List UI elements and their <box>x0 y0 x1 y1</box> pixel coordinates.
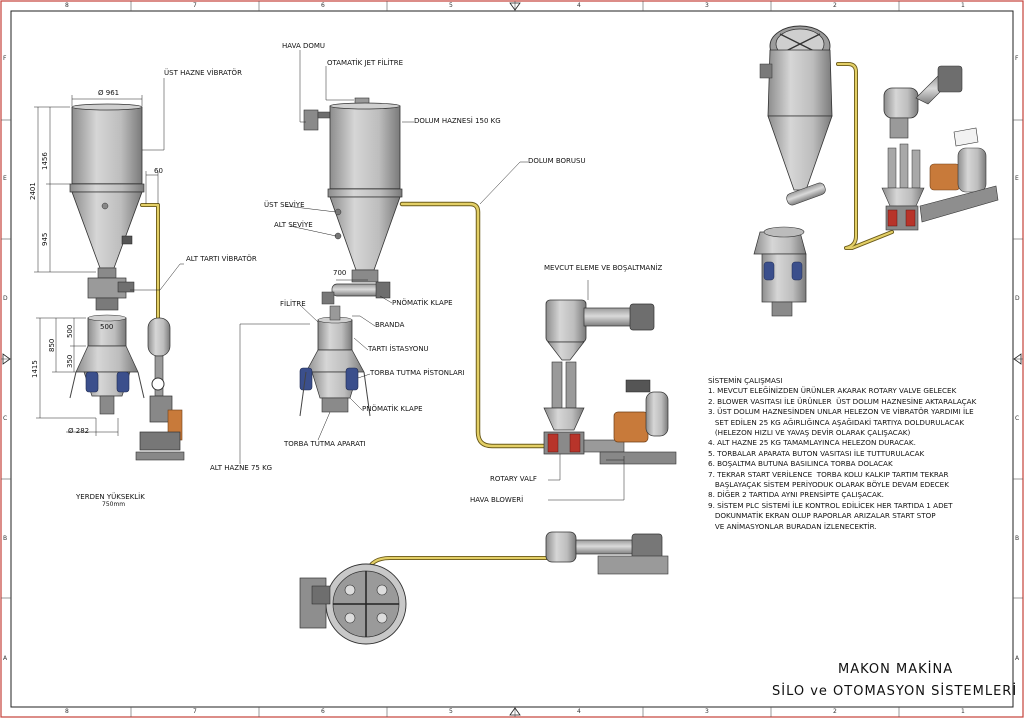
zone-right-f: F <box>1015 55 1019 62</box>
company-subtitle: SİLO ve OTOMASYON SİSTEMLERİ <box>772 684 1018 699</box>
notes-line: 6. BOŞALTMA BUTUNA BASILINCA TORBA DOLAC… <box>708 459 893 469</box>
notes-line: 3. ÜST DOLUM HAZNESİNDEN UNLAR HELEZON V… <box>708 407 974 417</box>
zone-right-e: E <box>1015 175 1019 182</box>
label-otomatik-jet-filtre: OTAMATİK JET FİLİTRE <box>327 59 404 67</box>
dim-945: 945 <box>41 232 49 246</box>
center-silo-assembly <box>299 97 403 417</box>
left-silo-assembly <box>34 95 185 461</box>
dim-500-left: 500 <box>66 324 74 338</box>
notes-line: BAŞLAYAÇAK SİSTEM PERİYODUK OLARAK BÖYLE… <box>708 480 949 490</box>
label-tarti-istasyonu: TARTI İSTASYONU <box>368 345 429 353</box>
bottom-plan-view <box>299 531 669 645</box>
zone-left-f: F <box>3 55 7 62</box>
notes-line: 4. ALT HAZNE 25 KG TAMAMLAYINCA HELEZON … <box>708 438 916 448</box>
dim-1415: 1415 <box>31 360 39 378</box>
zone-top-2: 2 <box>833 2 837 9</box>
zone-left-a: A <box>3 655 8 662</box>
label-yerden-yukseklik-value: 750mm <box>102 501 126 508</box>
label-mevcut-eleme: MEVCUT ELEME VE BOŞALTMANİZ <box>544 264 663 272</box>
zone-left-b: B <box>3 535 8 542</box>
system-operation-notes: SİSTEMİN ÇALIŞMASI 1. MEVCUT ELEĞİNİZDEN… <box>708 376 1008 532</box>
company-name: MAKON MAKİNA <box>838 662 954 677</box>
zone-right-d: D <box>1015 295 1020 302</box>
leader-lines <box>130 50 625 501</box>
label-dolum-borusu: DOLUM BORUSU <box>528 157 586 165</box>
notes-line: (HELEZON HIZLI VE YAVAŞ DEVİR OLARAK ÇAL… <box>708 428 911 438</box>
notes-line: 7. TEKRAR START VERİLENCE TORBA KOLU KAL… <box>708 469 949 479</box>
zone-bottom-8: 8 <box>65 708 69 715</box>
zone-top-6: 6 <box>321 2 325 9</box>
label-torba-tutma-pistonlari: TORBA TUTMA PİSTONLARI <box>370 369 465 377</box>
notes-line: DOKUNMATİK EKRAN OLUP RAPORLAR ARIZALAR … <box>708 511 936 521</box>
zone-bottom-2: 2 <box>833 708 837 715</box>
zone-bottom-6: 6 <box>321 708 325 715</box>
zone-top-8: 8 <box>65 2 69 9</box>
zone-left-c: C <box>3 415 8 422</box>
zone-left-e: E <box>3 175 7 182</box>
dim-850: 850 <box>48 338 56 352</box>
label-torba-tutma-aparati: TORBA TUTMA APARATI <box>284 440 366 448</box>
dim-diameter-282: Ø 282 <box>68 427 90 435</box>
zone-left-d: D <box>3 295 8 302</box>
isometric-view <box>753 25 999 317</box>
notes-line: 2. BLOWER VASITASI İLE ÜRÜNLER ÜST DOLUM… <box>708 396 977 406</box>
notes-line: 8. DİĞER 2 TARTIDA AYNI PRENSİPTE ÇALIŞA… <box>708 490 884 500</box>
notes-title: SİSTEMİN ÇALIŞMASI <box>708 376 783 385</box>
zone-right-c: C <box>1015 415 1020 422</box>
label-hava-bloweri: HAVA BLOWERİ <box>470 496 524 504</box>
dim-500-body: 500 <box>100 323 114 331</box>
zone-right-b: B <box>1015 535 1020 542</box>
dim-60: 60 <box>154 167 163 175</box>
label-filitre: FİLİTRE <box>280 300 306 308</box>
zone-top-3: 3 <box>705 2 709 9</box>
notes-line: 1. MEVCUT ELEĞİNİZDEN ÜRÜNLER AKARAK ROT… <box>708 386 957 396</box>
zone-top-1: 1 <box>961 2 965 9</box>
zone-bottom-7: 7 <box>193 708 197 715</box>
notes-line: 5. TORBALAR APARATA BUTON VASITASI İLE T… <box>708 448 925 458</box>
label-rotary-valf: ROTARY VALF <box>490 475 537 483</box>
zone-bottom-5: 5 <box>449 708 453 715</box>
label-pnomatik-klape-bottom: PNÖMATİK KLAPE <box>362 405 423 413</box>
dim-700: 700 <box>333 269 347 277</box>
notes-line: VE ANİMASYONLAR BURADAN İZLENECEKTİR. <box>708 521 877 531</box>
label-dolum-haznesi: DOLUM HAZNESİ 150 KG <box>414 117 501 125</box>
zone-bottom-1: 1 <box>961 708 965 715</box>
dim-1456: 1456 <box>41 152 49 170</box>
zone-right-a: A <box>1015 655 1020 662</box>
label-yerden-yukseklik: YERDEN YÜKSEKLİK <box>76 493 145 501</box>
zone-top-4: 4 <box>577 2 581 9</box>
label-alt-seviye: ALT SEVİYE <box>274 221 313 229</box>
notes-line: SET EDİLEN 25 KG AĞIRLIĞINCA AŞAĞIDAKİ T… <box>708 417 965 427</box>
label-hava-domu: HAVA DOMU <box>282 42 326 50</box>
dim-diameter-961: Ø 961 <box>98 89 120 97</box>
zone-bottom-3: 3 <box>705 708 709 715</box>
dim-2401: 2401 <box>29 182 37 200</box>
label-ust-hazne-vibrator: ÜST HAZNE VİBRATÖR <box>164 69 242 77</box>
label-ust-seviye: ÜST SEVİYE <box>264 201 305 209</box>
zone-top-7: 7 <box>193 2 197 9</box>
notes-line: 9. SİSTEM PLC SİSTEMİ İLE KONTROL EDİLİC… <box>708 500 953 510</box>
sieve-rotary-blower-group <box>543 299 677 465</box>
zone-bottom-4: 4 <box>577 708 581 715</box>
label-branda: BRANDA <box>375 321 405 329</box>
label-alt-hazne: ALT HAZNE 75 KG <box>210 464 273 472</box>
dim-350: 350 <box>66 354 74 368</box>
zone-top-5: 5 <box>449 2 453 9</box>
label-alt-tarti-vibrator: ALT TARTI VİBRATÖR <box>186 255 257 263</box>
label-pnomatik-klape-top: PNÖMATİK KLAPE <box>392 299 453 307</box>
